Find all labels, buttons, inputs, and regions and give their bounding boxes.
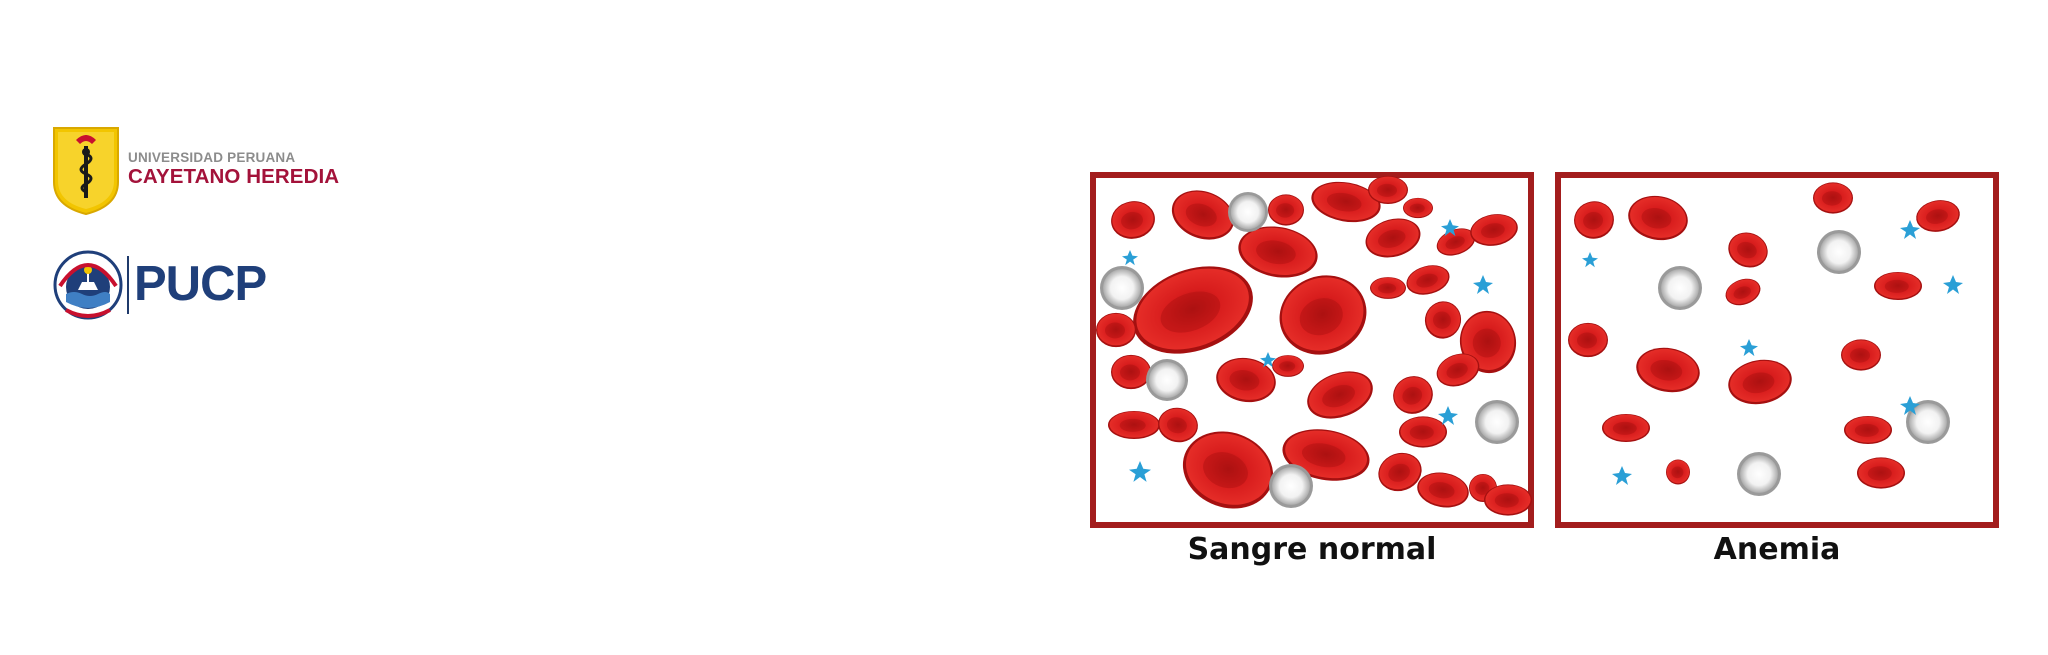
- white-blood-cell-icon: [1228, 192, 1268, 232]
- pucp-seal-icon: [53, 250, 123, 320]
- red-blood-cell-icon: [1874, 271, 1922, 301]
- white-blood-cell-icon: [1737, 452, 1781, 496]
- upch-logo: UNIVERSIDAD PERUANA CAYETANO HEREDIA: [52, 124, 382, 216]
- upch-name-line2: CAYETANO HEREDIA: [128, 165, 340, 188]
- red-blood-cell-icon: [1857, 457, 1905, 489]
- red-blood-cell-icon: [1268, 194, 1304, 226]
- red-blood-cell-icon: [1368, 175, 1408, 205]
- red-blood-cell-icon: [1111, 354, 1151, 390]
- pucp-divider: [127, 256, 129, 314]
- white-blood-cell-icon: [1100, 266, 1144, 310]
- pucp-wordmark: PUCP: [134, 257, 267, 311]
- pucp-logo: PUCP: [52, 248, 312, 320]
- red-blood-cell-icon: [1370, 277, 1406, 299]
- white-blood-cell-icon: [1146, 359, 1188, 401]
- red-blood-cell-icon: [1568, 322, 1608, 358]
- white-blood-cell-icon: [1817, 230, 1861, 274]
- red-blood-cell-icon: [1602, 413, 1650, 443]
- white-blood-cell-icon: [1658, 266, 1702, 310]
- red-blood-cell-icon: [1096, 312, 1136, 348]
- upch-name-line1: UNIVERSIDAD PERUANA: [128, 150, 296, 165]
- red-blood-cell-icon: [1844, 415, 1892, 445]
- caption-anemia: Anemia: [1713, 532, 1841, 567]
- red-blood-cell-icon: [1813, 182, 1853, 214]
- red-blood-cell-icon: [1399, 416, 1447, 448]
- red-blood-cell-icon: [1484, 484, 1532, 516]
- red-blood-cell-icon: [1272, 355, 1304, 377]
- white-blood-cell-icon: [1269, 464, 1313, 508]
- anemia-blood-panel: [1555, 172, 1999, 528]
- normal-blood-panel: [1090, 172, 1534, 528]
- white-blood-cell-icon: [1475, 400, 1519, 444]
- red-blood-cell-icon: [1666, 459, 1690, 485]
- blood-comparison-figure: [1090, 172, 1999, 528]
- upch-shield-icon: [53, 127, 119, 216]
- red-blood-cell-icon: [1403, 197, 1433, 219]
- caption-normal-blood: Sangre normal: [1187, 532, 1437, 567]
- red-blood-cell-icon: [1108, 410, 1160, 440]
- red-blood-cell-icon: [1841, 339, 1881, 371]
